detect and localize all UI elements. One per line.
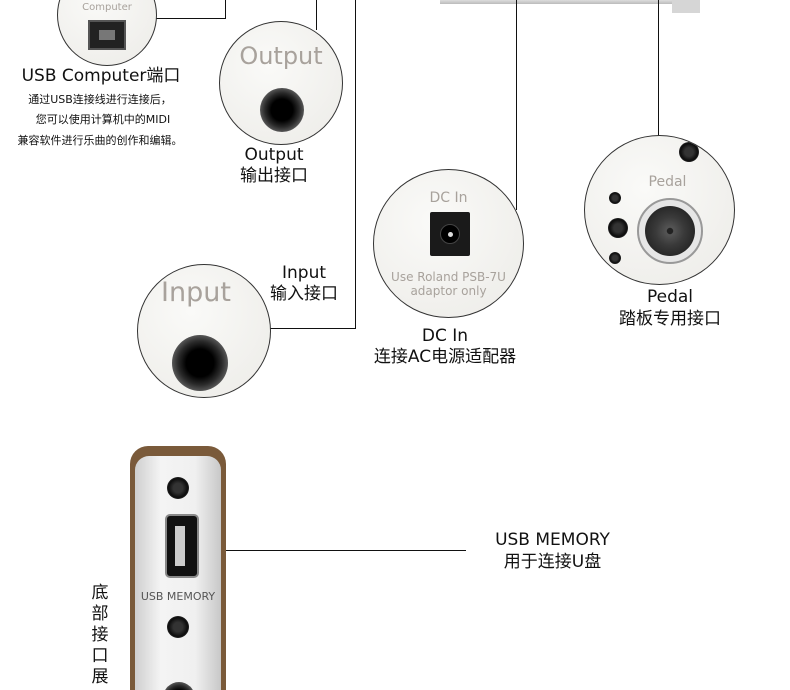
led-dot-icon: [609, 252, 621, 264]
led-dot-icon: [609, 192, 621, 204]
usb-computer-desc-3: 兼容软件进行乐曲的创作和编辑。: [17, 134, 183, 147]
usb-memory-subtitle: 用于连接U盘: [503, 552, 602, 572]
output-jack-photo: Output: [219, 21, 343, 145]
device-corner: [672, 0, 700, 13]
usb-b-socket-icon: [88, 20, 126, 50]
side-label-char: 展: [91, 667, 109, 687]
device-edge: [440, 0, 700, 4]
bottom-panel-photo: USB MEMORY: [130, 446, 226, 690]
usb-computer-port-photo: Computer: [57, 0, 157, 66]
side-label-char: 底: [91, 583, 109, 603]
output-title: Output: [244, 145, 304, 165]
usb-computer-desc-2: 您可以使用计算机中的MIDI: [35, 113, 171, 126]
screw-icon: [167, 616, 189, 638]
screw-icon: [679, 142, 699, 162]
dc-in-warning-1: Use Roland PSB-7U: [391, 270, 506, 284]
output-jack-icon: [260, 88, 304, 132]
pedal-engraving: Pedal: [648, 174, 687, 190]
input-engraving: Input: [161, 277, 231, 308]
usb-leader-v: [225, 0, 226, 19]
pedal-port-photo: Pedal: [584, 135, 735, 285]
usb-memory-title: USB MEMORY: [495, 530, 610, 550]
dc-in-title: DC In: [421, 326, 469, 346]
usb-memory-engraving: USB MEMORY: [140, 590, 216, 603]
usb-computer-title: USB Computer端口: [21, 66, 181, 86]
pedal-title: Pedal: [646, 287, 694, 307]
side-label-char: 接: [91, 625, 109, 645]
side-label-char: 口: [91, 646, 109, 666]
input-subtitle: 输入接口: [270, 284, 338, 304]
output-engraving: Output: [239, 42, 323, 70]
pedal-subtitle: 踏板专用接口: [619, 309, 721, 329]
dc-leader: [516, 0, 517, 210]
input-leader-h: [268, 328, 356, 329]
output-subtitle: 输出接口: [240, 166, 308, 186]
dc-in-subtitle: 连接AC电源适配器: [373, 347, 517, 367]
usb-memory-leader: [200, 550, 466, 551]
output-leader: [316, 0, 317, 30]
dc-in-warning-2: adaptor only: [410, 284, 487, 298]
input-leader-v: [355, 0, 356, 329]
input-jack-photo: Input: [137, 264, 271, 398]
screw-icon: [608, 218, 628, 238]
usb-computer-engraving: Computer: [82, 2, 132, 13]
dc-socket-icon: [430, 212, 470, 256]
side-label-char: 部: [91, 604, 109, 624]
usb-computer-desc-1: 通过USB连接线进行连接后，: [28, 93, 172, 106]
pedal-leader: [658, 0, 659, 136]
input-jack-icon: [172, 335, 228, 391]
screw-icon: [167, 477, 189, 499]
input-title: Input: [281, 263, 327, 283]
usb-a-socket-icon: [165, 514, 199, 578]
usb-leader-h: [150, 18, 226, 19]
din-socket-icon: [637, 198, 703, 264]
dc-in-engraving: DC In: [429, 190, 468, 206]
dc-in-photo: DC In Use Roland PSB-7U adaptor only: [373, 169, 524, 318]
jack-icon: [163, 682, 195, 690]
